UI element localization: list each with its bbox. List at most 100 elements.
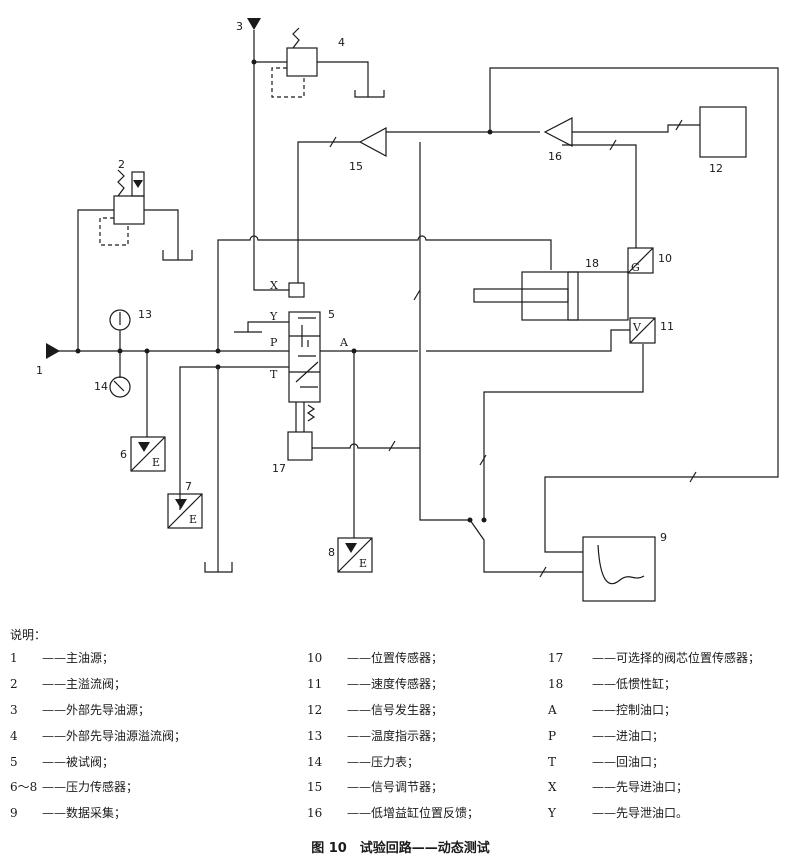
pilot-relief-spring: [292, 27, 300, 49]
main-relief-pilot: [99, 217, 129, 246]
pilot-relief-valve: [286, 47, 318, 77]
legend-text: ——可选择的阀芯位置传感器；: [592, 651, 761, 665]
label-17: 17: [272, 462, 286, 475]
legend-key: 3: [10, 703, 18, 717]
pilot-relief-drain: [317, 61, 385, 98]
sensor-7-e-label: E: [189, 513, 197, 526]
legend-key: 6～8: [10, 780, 38, 794]
data-acquisition-9: [582, 536, 656, 602]
legend-item: 4——外部先导油源溢流阀；: [10, 729, 186, 743]
legend-item: P ——进油口；: [548, 729, 664, 743]
switch-line: [469, 519, 583, 573]
feedback-loop-line: [217, 235, 552, 351]
legend-item: 5——被试阀；: [10, 755, 114, 769]
signal-generator-12: [699, 106, 747, 158]
legend-key: 9: [10, 806, 18, 820]
legend-item: 6～8——压力传感器；: [10, 780, 138, 794]
position-sensor-line: [562, 144, 637, 248]
legend-key: P: [548, 729, 557, 743]
legend-text: ——先导泄油口。: [592, 806, 689, 820]
label-18: 18: [585, 257, 599, 270]
pressure-sensor-8-slash: [337, 537, 373, 573]
junction-dot: [117, 348, 123, 354]
sensor-6-e-label: E: [152, 456, 160, 469]
main-relief-spring: [117, 169, 125, 197]
legend-text: ——数据采集；: [42, 806, 127, 820]
pressure-sensor-7: [167, 493, 203, 529]
legend-item: 18 ——低惯性缸；: [548, 677, 676, 691]
port-t-label: T: [270, 368, 278, 381]
low-inertia-cylinder: [521, 271, 629, 321]
pilot-supply-line: [253, 30, 289, 291]
main-source-1-symbol: [46, 343, 60, 359]
hydraulic-test-circuit-diagram: 1 2 3 4 5 6 7 8 9 10 11 12 13 14 15 16 1…: [36, 18, 779, 602]
label-6: 6: [120, 448, 127, 461]
pilot-source-3-symbol: [247, 18, 261, 30]
legend-item: 14——压力表；: [307, 755, 419, 769]
signal-gen-line: [572, 124, 700, 133]
port-x-label: X: [270, 279, 278, 292]
legend-item: 3 ——外部先导油源；: [10, 703, 150, 717]
legend-item: 12——信号发生器；: [307, 703, 443, 717]
label-7: 7: [185, 480, 192, 493]
legend-item: 2——主溢流阀；: [10, 677, 126, 691]
junction-dot: [487, 129, 493, 135]
sensor-v-label: V: [632, 321, 642, 334]
main-relief-drain: [144, 209, 193, 261]
legend-text: ——回油口；: [592, 755, 665, 769]
legend-text: ——主溢流阀；: [42, 677, 127, 691]
signal-mark: [329, 119, 697, 578]
label-12: 12: [709, 162, 723, 175]
sensor-8-e-label: E: [359, 557, 367, 570]
valve-spool-rod: [295, 402, 305, 432]
legend-key: 15: [307, 780, 323, 794]
main-relief-solenoid: [131, 171, 145, 197]
velocity-sensor-11-slash: [629, 317, 656, 344]
legend-key: 11: [307, 677, 323, 691]
feedback-amp-16: [543, 117, 573, 147]
solenoid-arrow: [133, 180, 143, 188]
legend-text: ——外部先导油源；: [42, 703, 151, 717]
legend-item: 17——可选择的阀芯位置传感器；: [548, 651, 760, 665]
legend-key: 1: [10, 651, 18, 665]
legend-key: Y: [548, 806, 556, 820]
legend-key: 16: [307, 806, 323, 820]
junction-dot: [144, 348, 150, 354]
test-valve-body: [288, 311, 321, 403]
legend-item: 16 ——低增益缸位置反馈；: [307, 806, 479, 820]
label-13: 13: [138, 308, 152, 321]
legend-text: ——压力表；: [347, 755, 420, 769]
legend-item: 13——温度指示器；: [307, 729, 443, 743]
sensor-g-label: G: [631, 261, 640, 274]
return-tank: [204, 562, 233, 573]
pressure-sensor-6-slash: [130, 436, 166, 472]
cylinder-piston: [567, 271, 579, 321]
amp15-output-line: [419, 142, 470, 521]
legend-key: 18: [548, 677, 564, 691]
legend-text: ——速度传感器；: [347, 677, 444, 691]
legend-item: A——控制油口；: [548, 703, 676, 717]
pressure-sensor-6: [130, 436, 166, 472]
cylinder-rod: [473, 288, 569, 303]
pilot-stage-spring: [306, 404, 316, 422]
temperature-indicator-13: [109, 309, 131, 331]
pressure-sensor-7-slash: [167, 493, 203, 529]
port-a-label: A: [339, 336, 349, 349]
junction-dot: [251, 59, 257, 65]
label-14: 14: [94, 380, 108, 393]
legend-text: ——控制油口；: [592, 703, 677, 717]
pilot-stage: [288, 282, 305, 298]
legend-item: T——回油口；: [548, 755, 664, 769]
legend-text: ——低增益缸位置反馈；: [347, 806, 480, 820]
legend-key: 5: [10, 755, 18, 769]
label-8: 8: [328, 546, 335, 559]
legend-item: 10——位置传感器；: [307, 651, 443, 665]
legend-text: ——进油口；: [592, 729, 665, 743]
legend-key: X: [548, 780, 557, 794]
legend-text: ——信号调节器；: [347, 780, 444, 794]
legend-text: ——先导进油口；: [592, 780, 689, 794]
legend-item: Y ——先导泄油口。: [548, 806, 688, 820]
legend-text: ——外部先导油源溢流阀；: [42, 729, 187, 743]
legend-text: ——低惯性缸；: [592, 677, 677, 691]
legend-item: 15 ——信号调节器；: [307, 780, 443, 794]
